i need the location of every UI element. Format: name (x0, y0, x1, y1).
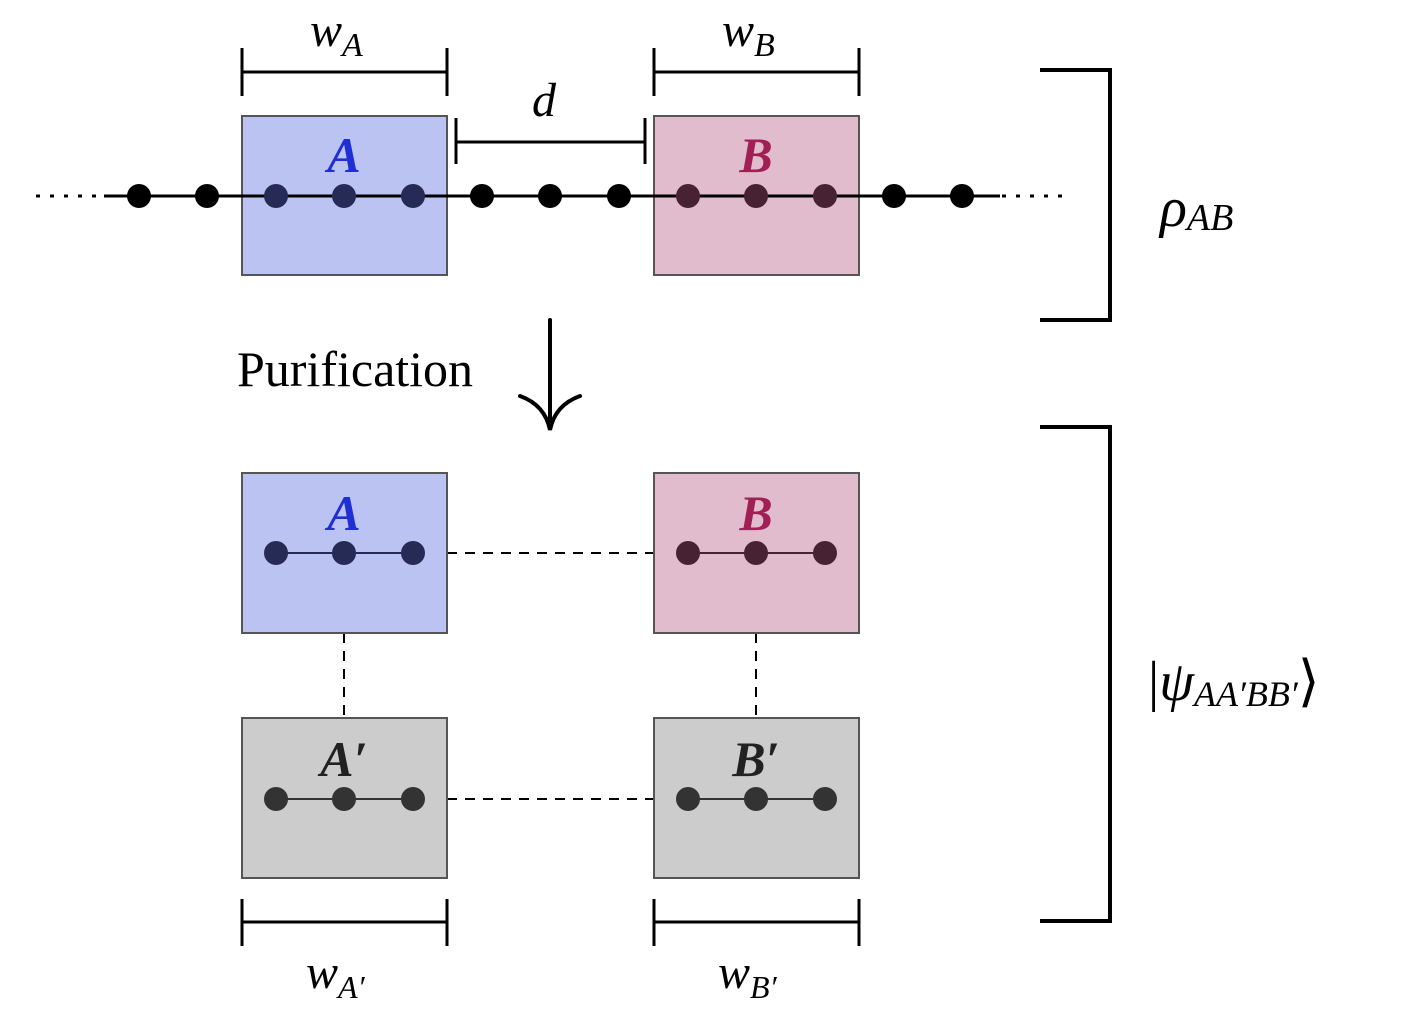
chain-b-prime (676, 787, 837, 811)
region-a-prime-label: A′ (317, 731, 367, 787)
site-dot-b (813, 184, 837, 208)
width-bracket-wAp (240, 899, 449, 946)
width-bracket-wA (240, 48, 449, 96)
label-psi: |ψAA′BB′⟩ (1148, 651, 1320, 714)
site-dot (195, 184, 219, 208)
down-arrow-icon (518, 318, 582, 431)
chain-b-purified (676, 541, 837, 565)
label-wBp: wB′ (718, 946, 778, 1005)
site-dot-a (401, 184, 425, 208)
site-dot (127, 184, 151, 208)
label-rho-ab: ρAB (1158, 177, 1233, 239)
width-bracket-wBp (652, 899, 861, 946)
site-dot (470, 184, 494, 208)
region-b-prime-label: B′ (731, 731, 779, 787)
site-dot (950, 184, 974, 208)
region-b-label: B (738, 127, 772, 183)
site-dot-b (744, 184, 768, 208)
site-dot-a (332, 184, 356, 208)
chain-a-prime (264, 787, 425, 811)
width-bracket-wB (652, 48, 861, 96)
site-dot (607, 184, 631, 208)
label-d: d (532, 74, 557, 127)
site-dot (882, 184, 906, 208)
distance-bracket-d (454, 118, 647, 164)
label-wB: wB (722, 4, 775, 64)
spin-chain (36, 184, 1066, 208)
bracket-psi (1040, 425, 1112, 923)
bracket-rho (1040, 68, 1112, 322)
region-b-label-purified: B (738, 485, 772, 541)
site-dot (538, 184, 562, 208)
entanglement-links (343, 552, 757, 800)
purification-label: Purification (237, 341, 473, 397)
region-a-label-purified: A (324, 485, 360, 541)
site-dot-b (676, 184, 700, 208)
site-dot-a (264, 184, 288, 208)
chain-a-purified (264, 541, 425, 565)
label-wAp: wA′ (306, 946, 366, 1005)
region-a-label: A (324, 127, 360, 183)
label-wA: wA (310, 4, 363, 64)
